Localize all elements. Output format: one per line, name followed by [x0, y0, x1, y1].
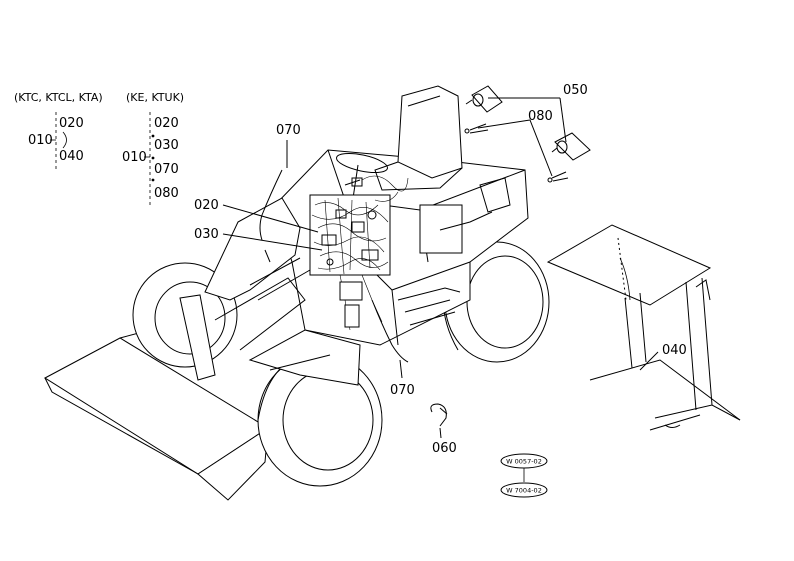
work-lamp-upper [465, 85, 503, 113]
variant-group-ktc-title: (KTC, KTCL, KTA) [14, 91, 103, 104]
work-lamp-lower [551, 132, 591, 161]
callout-070-bottom: 070 [390, 383, 415, 398]
variant-group-ke-item-4: 080 [154, 186, 179, 201]
variant-group-ktc: (KTC, KTCL, KTA) 010 020 040 [14, 91, 103, 170]
leader-030 [222, 233, 323, 251]
leader-020 [222, 204, 319, 233]
callout-050: 050 [563, 83, 588, 98]
leader-050-b [559, 97, 567, 143]
harness-070-upper [259, 169, 283, 241]
front-wheel-right [248, 329, 383, 487]
canopy-040 [546, 224, 741, 431]
variant-group-ktc-tilde [62, 131, 67, 149]
callout-030: 030 [194, 227, 219, 242]
variant-group-ke-dot-3 [151, 178, 155, 182]
variant-group-ke-root: 010 [122, 150, 147, 165]
leader-040 [639, 351, 659, 371]
ref-oval-2 [500, 482, 548, 498]
callout-020: 020 [194, 198, 219, 213]
harness-070-lower [371, 299, 409, 363]
leader-080-b [529, 119, 553, 177]
ref-code-1: W 0057-02 [506, 458, 542, 466]
wheel-loader-drawing [44, 85, 741, 501]
variant-group-ke-item-3: 070 [154, 162, 179, 177]
variant-group-ke: (KE, KTUK) 010 020 030 070 080 [122, 91, 184, 205]
variant-group-ke-dot-1 [151, 134, 155, 138]
callouts: 070 020 030 050 080 040 070 060 [194, 83, 687, 456]
variant-group-ktc-item-1: 020 [59, 116, 84, 131]
variant-group-ke-item-2: 030 [154, 138, 179, 153]
reference-codes: W 0057-02 W 7004-02 [500, 453, 548, 498]
operator-seat [374, 85, 463, 191]
variant-group-ke-title: (KE, KTUK) [126, 91, 184, 104]
leader-080-a [477, 119, 531, 129]
callout-070-top: 070 [276, 123, 301, 138]
callout-060: 060 [432, 441, 457, 456]
leader-070-bottom [399, 359, 403, 379]
leader-060 [439, 427, 442, 439]
variant-group-ktc-item-2: 040 [59, 149, 84, 164]
loader-arm [179, 197, 311, 381]
wire-harness-dash [309, 175, 409, 331]
ref-code-2: W 7004-02 [506, 487, 542, 495]
part-060-clip [430, 403, 448, 427]
variant-group-ke-item-1: 020 [154, 116, 179, 131]
variant-group-ke-dot-2 [151, 156, 155, 160]
part-080-terminals [464, 123, 569, 183]
callout-040: 040 [662, 343, 687, 358]
leader-lines [222, 97, 659, 439]
callout-080: 080 [528, 109, 553, 124]
variant-group-ktc-root: 010 [28, 133, 53, 148]
